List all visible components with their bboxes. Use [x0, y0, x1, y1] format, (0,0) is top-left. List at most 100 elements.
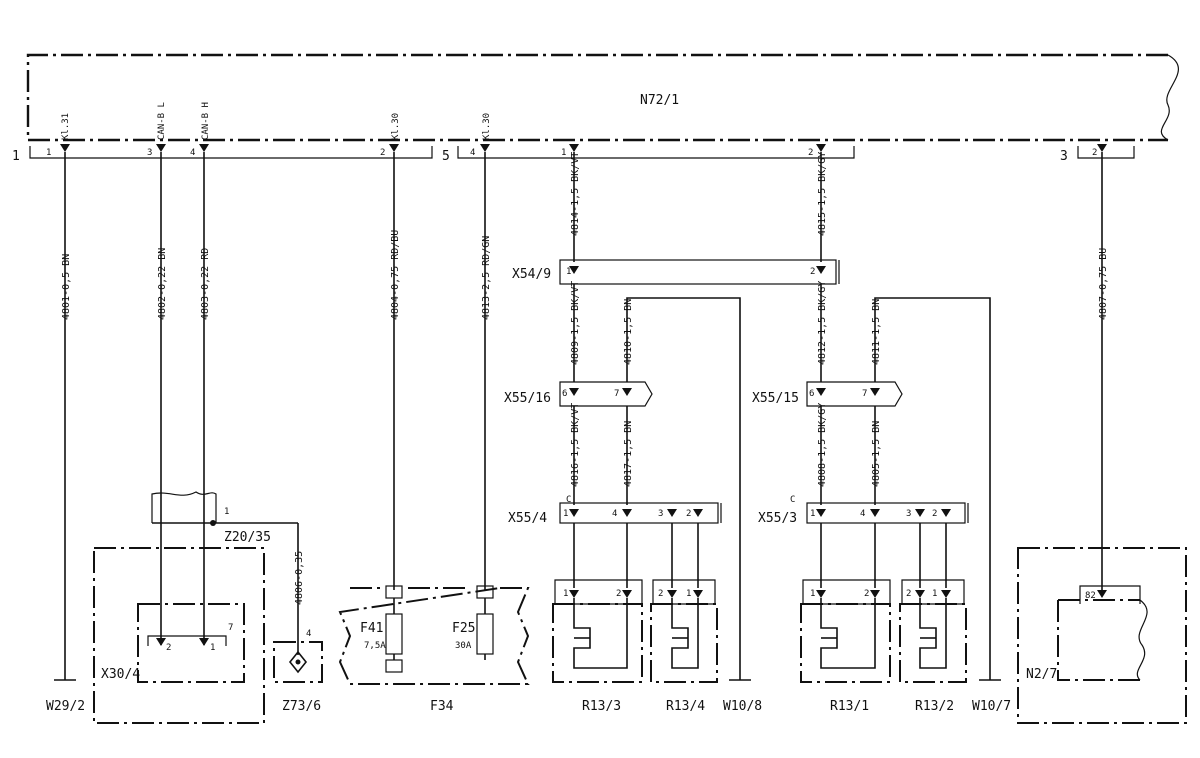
module-pin-kl30-b: 4 Kl.30	[470, 113, 492, 158]
wire-label-4816: 4816-1,5 BK/VT	[570, 403, 581, 487]
svg-text:4: 4	[306, 629, 311, 639]
x55-3-pin-4: 4	[860, 509, 865, 519]
wire-label-4808: 4808-1,5 BK/GY	[817, 403, 828, 487]
component-f34: F34	[430, 699, 454, 714]
x55-3-pin-3: 3	[906, 509, 911, 519]
wire-label-4803: 4803-0,22 RD	[200, 248, 211, 320]
module-pin-kl30-a: 2 Kl.30	[380, 113, 401, 158]
svg-text:2: 2	[166, 643, 171, 653]
svg-text:CAN-B H: CAN-B H	[201, 102, 211, 140]
component-z73-6: Z73/6	[282, 699, 321, 714]
wire-label-4812: 4812-1,5 BK/GY	[817, 281, 828, 365]
component-r13-1: R13/1	[830, 699, 869, 714]
plug-group-5: 5	[442, 149, 450, 164]
fuse-f25-rating: 30A	[455, 641, 472, 651]
component-r13-2: R13/2	[915, 699, 954, 714]
x55-15-label: X55/15	[752, 391, 799, 406]
svg-text:1: 1	[686, 589, 691, 599]
x55-3-c: C	[790, 495, 795, 505]
module-pin-2: 2	[808, 144, 826, 158]
wire-label-4810: 4810-1,5 BN	[623, 299, 634, 365]
svg-text:2: 2	[864, 589, 869, 599]
x30-4-connector-block: 2 1 7	[93, 547, 265, 724]
heater-r13-1: 1 2	[800, 579, 891, 683]
component-w10-8: W10/8	[723, 699, 762, 714]
svg-text:4: 4	[470, 148, 475, 158]
component-n2-7: N2/7	[1026, 667, 1057, 682]
fuse-f41-label: F41	[360, 621, 383, 636]
wire-label-4809: 4809-1,5 BK/VT	[570, 281, 581, 365]
x55-16-connector	[559, 381, 653, 407]
svg-text:2: 2	[808, 148, 813, 158]
svg-text:Z20/35: Z20/35	[224, 530, 271, 545]
module-label: N72/1	[640, 93, 679, 108]
wire-label-4805: 4805-1,5 BN	[871, 421, 882, 487]
svg-text:1: 1	[561, 148, 566, 158]
wire-label-4804: 4804-0,75 RD/BU	[390, 230, 401, 320]
x55-16-pin-7: 7	[614, 389, 619, 399]
n72-1-break-curve	[1160, 54, 1179, 141]
svg-text:4: 4	[190, 148, 195, 158]
svg-text:2: 2	[380, 148, 385, 158]
heater-r13-4: 2 1	[650, 579, 718, 683]
x55-15-connector	[806, 381, 903, 407]
component-r13-4: R13/4	[666, 699, 705, 714]
svg-text:1: 1	[810, 589, 815, 599]
x55-15-pin-7: 7	[862, 389, 867, 399]
module-pin-1: 1	[561, 144, 579, 158]
heater-r13-2: 2 1	[899, 579, 967, 683]
f34-fuse-box: F41 7,5A F25 30A	[338, 585, 530, 685]
x55-3-connector	[806, 502, 966, 524]
svg-text:2: 2	[658, 589, 663, 599]
x55-16-label: X55/16	[504, 391, 551, 406]
svg-text:Kl.30: Kl.30	[391, 113, 401, 140]
wire-label-4801: 4801-0,5 BN	[61, 254, 72, 320]
x55-16-pin-6: 6	[562, 389, 567, 399]
component-r13-3: R13/3	[582, 699, 621, 714]
component-x30-4: X30/4	[101, 667, 140, 682]
svg-text:Kl.31: Kl.31	[61, 113, 71, 140]
svg-text:7: 7	[228, 623, 233, 633]
wire-label-4807: 4807-0,75 BU	[1098, 248, 1109, 320]
x55-4-c: C	[566, 495, 571, 505]
x54-9-pin-2: 2	[810, 267, 815, 277]
wire-label-4817: 4817-1,5 BN	[623, 421, 634, 487]
wire-label-4811: 4811-1,5 BN	[871, 299, 882, 365]
module-pin-can-b-h: 4 CAN-B H	[190, 102, 211, 158]
x55-4-pin-1: 1	[563, 509, 568, 519]
n72-1-module-outline	[26, 53, 1168, 142]
svg-text:3: 3	[147, 148, 152, 158]
plug-bracket-3	[1077, 146, 1135, 159]
wire-label-4802: 4802-0,22 BN	[157, 248, 168, 320]
fuse-f41-rating: 7,5A	[364, 641, 386, 651]
x55-15-pin-6: 6	[809, 389, 814, 399]
wire-4811	[874, 297, 991, 680]
x55-4-pin-2: 2	[686, 509, 691, 519]
n2-7-module: 82	[1017, 547, 1187, 724]
component-w29-2: W29/2	[46, 699, 85, 714]
x55-4-label: X55/4	[508, 511, 547, 526]
x54-9-pin-1: 1	[566, 267, 571, 277]
wire-label-4814: 4814-1,5 BK/VT	[570, 152, 581, 236]
component-w10-7: W10/7	[972, 699, 1011, 714]
z73-6-component: 4	[273, 629, 323, 683]
x55-4-connector	[559, 502, 719, 524]
wire-4810	[626, 297, 741, 680]
x55-3-pin-1: 1	[810, 509, 815, 519]
heater-r13-3: 1 2	[552, 579, 643, 683]
svg-text:1: 1	[210, 643, 215, 653]
svg-text:1: 1	[46, 148, 51, 158]
svg-text:1: 1	[563, 589, 568, 599]
svg-text:CAN-B L: CAN-B L	[157, 102, 167, 140]
svg-text:2: 2	[1092, 148, 1097, 158]
plug-group-1: 1	[12, 149, 20, 164]
module-pin-can-b-l: 3 CAN-B L	[147, 102, 167, 158]
module-pin-3-2: 2	[1092, 144, 1107, 158]
svg-text:1: 1	[224, 507, 229, 517]
wire-label-4813: 4813-2,5 RD/GN	[481, 236, 492, 320]
fuse-f25-label: F25	[452, 621, 475, 636]
svg-text:Kl.30: Kl.30	[482, 113, 492, 140]
x54-9-connector	[559, 259, 837, 285]
svg-text:1: 1	[932, 589, 937, 599]
